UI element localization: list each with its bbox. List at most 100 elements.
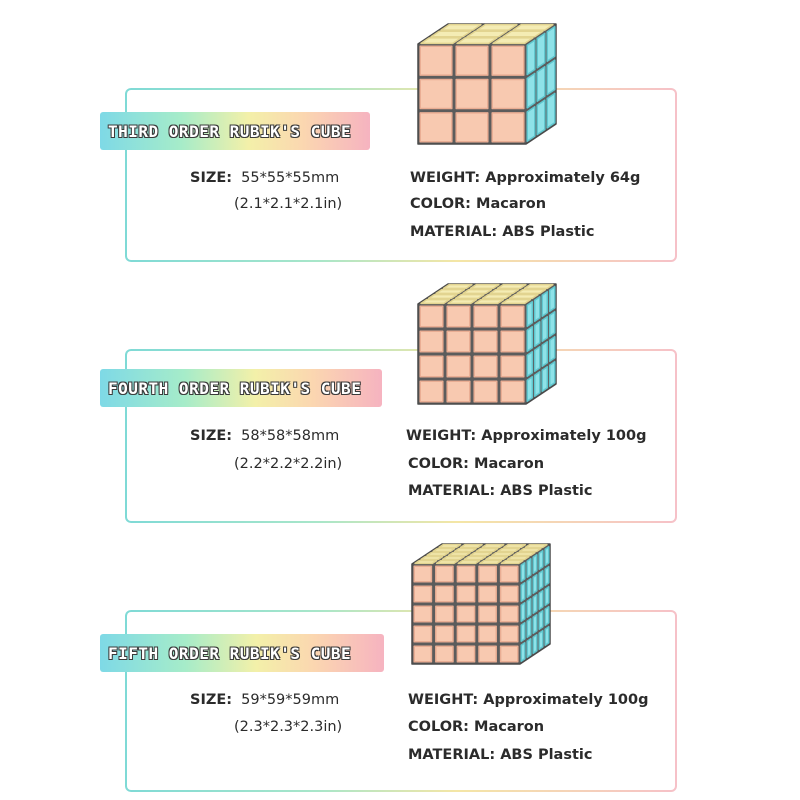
cube-facelet — [548, 311, 556, 337]
cube-facelet — [476, 23, 518, 31]
cube-facelet — [533, 296, 541, 322]
cube-facelet — [544, 546, 550, 566]
cube-facelet — [532, 594, 538, 614]
material-text: MATERIAL: ABS Plastic — [408, 483, 593, 499]
cube-facelet — [478, 625, 497, 643]
cube-facelet — [446, 330, 471, 353]
cube-facelet — [455, 78, 489, 110]
cube-facelet — [419, 78, 453, 110]
material-text: MATERIAL: ABS Plastic — [410, 224, 595, 240]
cube-facelet — [481, 293, 512, 300]
cube-facelet — [441, 555, 465, 561]
cube-facelet — [499, 645, 519, 663]
cube-facelet — [526, 326, 534, 352]
cube-facelet — [532, 574, 538, 594]
weight-text: WEIGHT: Approximately 64g — [410, 170, 641, 186]
size-inches: (2.2*2.2*2.2in) — [234, 456, 343, 472]
cube-title: THIRD ORDER RUBIK'S CUBE — [108, 121, 352, 141]
cube-facelet — [533, 321, 541, 347]
cube-facelet — [414, 559, 438, 565]
cube-facelet — [447, 551, 471, 557]
cube-facelet — [455, 112, 489, 143]
cube-facelet — [536, 99, 546, 136]
cube-facelet — [541, 291, 549, 317]
rubiks-cube-3x3-image — [417, 23, 557, 145]
cube-facelet — [538, 630, 544, 650]
size-row: SIZE: 58*58*58mm — [190, 428, 339, 444]
cube-facelet — [520, 562, 526, 582]
size-inches: (2.3*2.3*2.3in) — [234, 719, 343, 735]
cube-facelet — [533, 371, 541, 397]
cube-facelet — [541, 316, 549, 342]
color-text: COLOR: Macaron — [408, 719, 545, 735]
cube-facelet — [453, 547, 477, 553]
cube-facelet — [499, 625, 519, 643]
cube-facelet — [420, 555, 444, 561]
cube-facelet — [446, 355, 471, 378]
cube-facelet — [446, 380, 471, 403]
cube-facelet — [456, 37, 498, 45]
cube-facelet — [546, 59, 556, 96]
cube-facelet — [538, 590, 544, 610]
cube-facelet — [520, 622, 526, 642]
cube-facelet — [526, 598, 532, 618]
cube-facelet — [440, 23, 482, 31]
cube-facelet — [478, 645, 497, 663]
cube-facelet — [544, 626, 550, 646]
weight-text: WEIGHT: Approximately 100g — [408, 692, 649, 708]
rubiks-cube-5x5-image — [411, 543, 551, 665]
cube-facelet — [520, 582, 526, 602]
cube-facelet — [419, 112, 453, 143]
cube-facelet — [526, 578, 532, 598]
cube-facelet — [526, 558, 532, 578]
cube-facelet — [526, 72, 536, 109]
cube-facelet — [469, 551, 493, 557]
size-mm: 55*55*55mm — [241, 170, 340, 186]
cube-facelet — [496, 283, 527, 290]
cube-facelet — [548, 361, 556, 387]
cube-facelet — [435, 645, 454, 663]
cube-facelet — [538, 550, 544, 570]
size-label: SIZE: — [190, 428, 233, 444]
cube-facelet — [427, 293, 458, 300]
cube-facelet — [500, 559, 524, 565]
cube-facelet — [420, 37, 462, 45]
cube-facelet — [526, 301, 534, 327]
cube-facelet — [526, 376, 534, 402]
cube-facelet — [506, 555, 530, 561]
cube-facelet — [508, 293, 539, 300]
cube-facelet — [526, 351, 534, 377]
cube-facelet — [454, 293, 485, 300]
cube-facelet — [430, 30, 472, 38]
cube-facelet — [499, 585, 519, 603]
cube-facelet — [501, 298, 532, 305]
cube-facelet — [466, 30, 508, 38]
cube-facelet — [462, 288, 493, 295]
cube-facelet — [457, 559, 481, 565]
cube-facelet — [492, 37, 534, 45]
cube-facelet — [548, 336, 556, 362]
cube-facelet — [435, 565, 454, 583]
cube-facelet — [538, 570, 544, 590]
cube-facelet — [500, 380, 525, 403]
cube-facelet — [435, 605, 454, 623]
cube-facelet — [523, 283, 554, 290]
cube-facelet — [481, 543, 505, 549]
color-text: COLOR: Macaron — [410, 196, 547, 212]
cube-facelet — [456, 605, 476, 623]
cube-facelet — [419, 380, 444, 403]
cube-facelet — [473, 355, 498, 378]
cube-facelet — [499, 605, 519, 623]
cube-facelet — [491, 551, 515, 557]
cube-facelet — [420, 298, 451, 305]
cube-facelet — [478, 585, 497, 603]
cube-facelet — [474, 298, 505, 305]
material-text: MATERIAL: ABS Plastic — [408, 747, 593, 763]
cube-facelet — [544, 566, 550, 586]
title-banner: FIFTH ORDER RUBIK'S CUBE — [100, 634, 384, 672]
size-inches: (2.1*2.1*2.1in) — [234, 196, 343, 212]
cube-facelet — [526, 106, 536, 142]
cube-facelet — [413, 585, 433, 603]
cube-facelet — [544, 606, 550, 626]
cube-title: FOURTH ORDER RUBIK'S CUBE — [108, 378, 362, 398]
